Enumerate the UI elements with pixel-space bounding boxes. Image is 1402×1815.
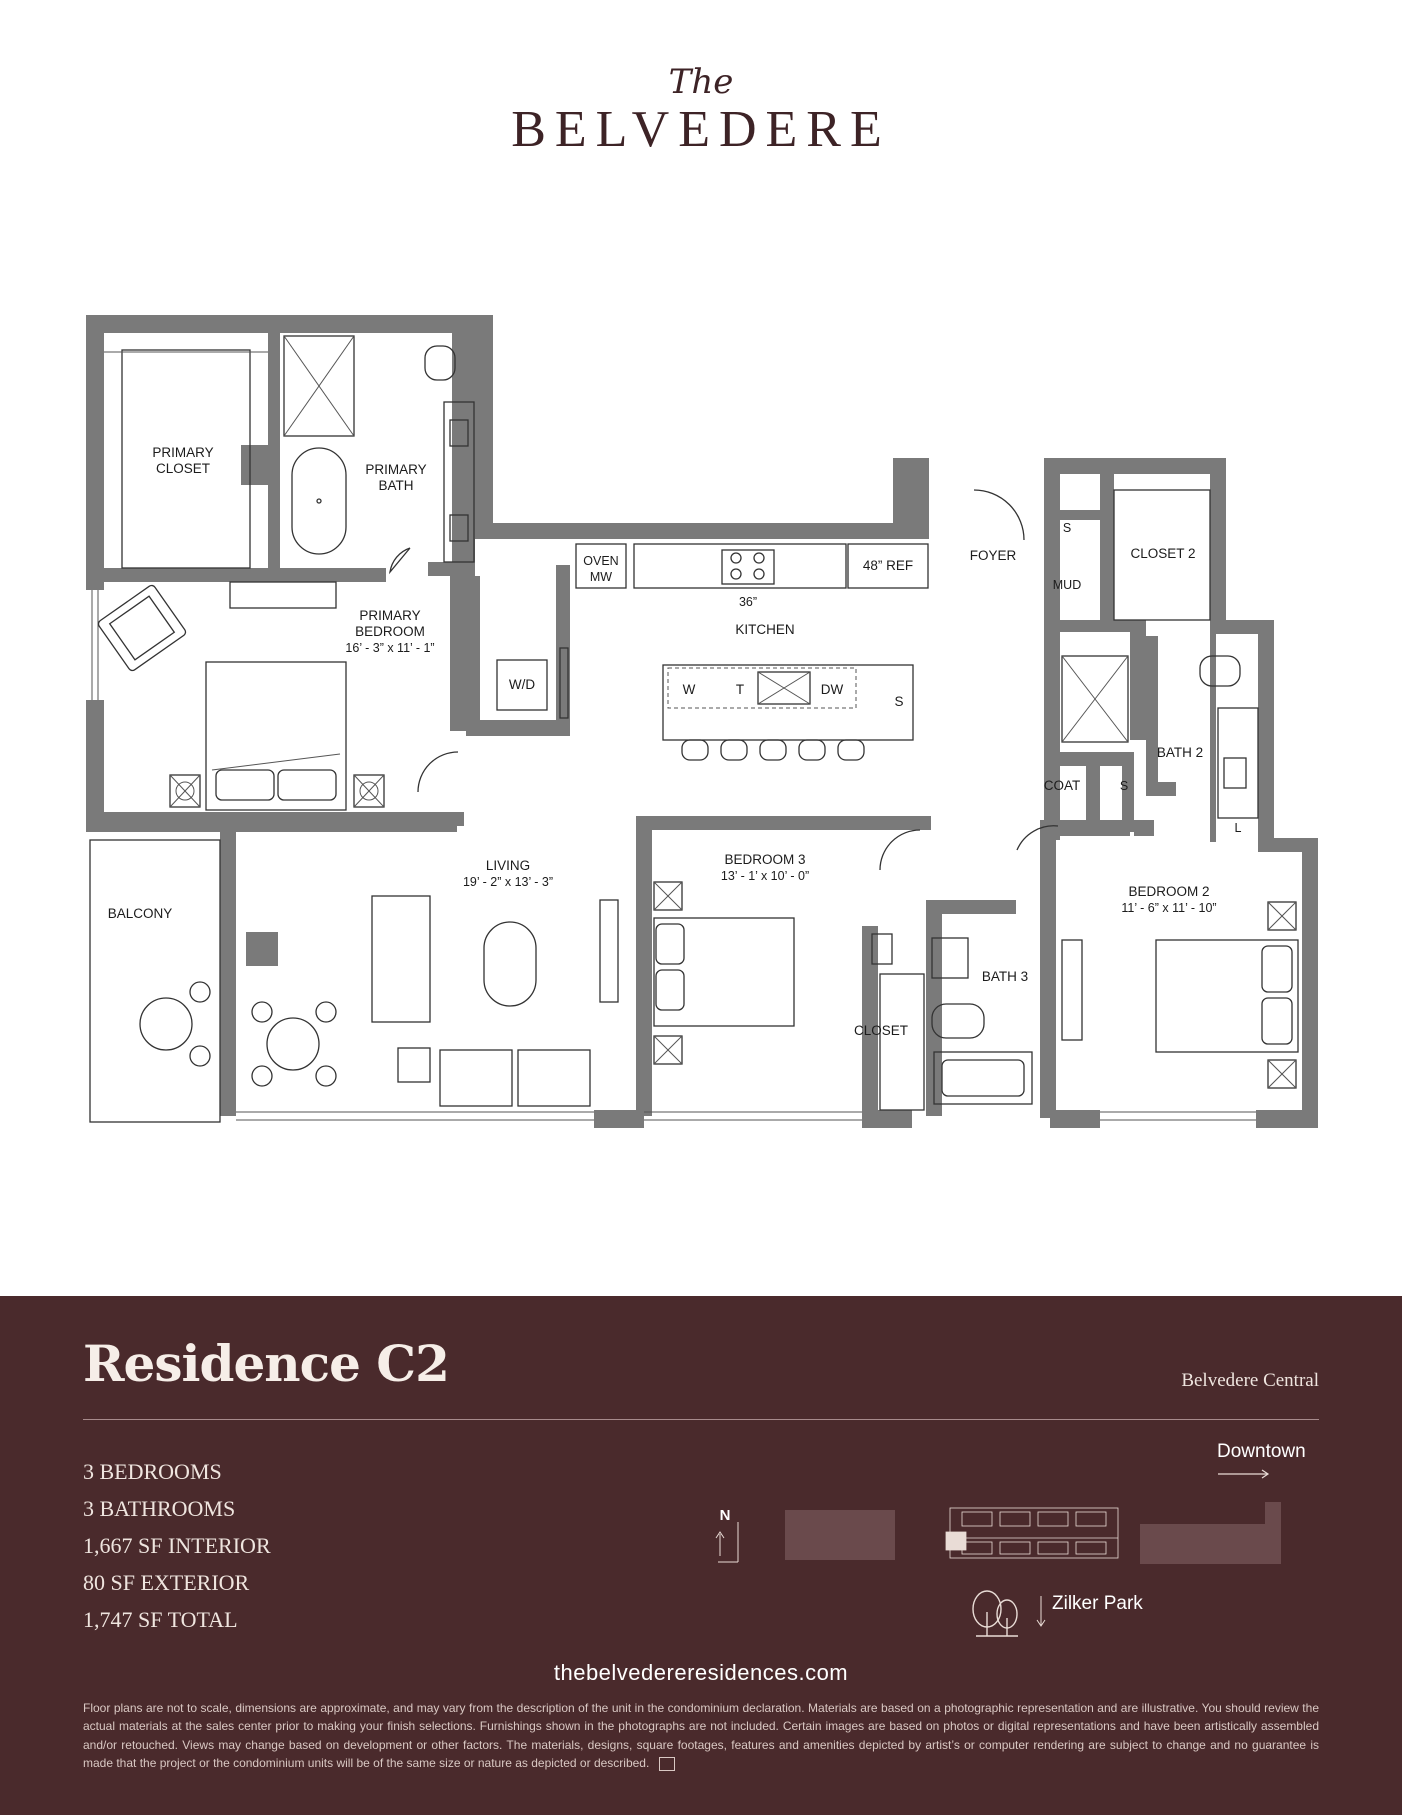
logo-article: The	[668, 62, 734, 102]
divider	[83, 1419, 1319, 1420]
label-bedroom-3-dim: 13’ - 1’ x 10’ - 0”	[721, 869, 809, 883]
spec-interior: 1,667 SF INTERIOR	[83, 1533, 271, 1558]
label-ref: 48” REF	[863, 558, 913, 573]
floor-plan: PRIMARY CLOSET PRIMARY BATH PRIMARY BEDR…	[86, 315, 1318, 1128]
label-primary-bedroom-2: BEDROOM	[355, 624, 425, 639]
label-coat-s: S	[1120, 779, 1128, 793]
label-primary-closet-1: PRIMARY	[152, 445, 213, 460]
label-oven: OVEN	[583, 554, 618, 568]
label-bedroom-2-dim: 11’ - 6” x 11’ - 10”	[1121, 901, 1216, 915]
label-primary-closet-2: CLOSET	[156, 461, 210, 476]
equal-housing-icon	[658, 1757, 675, 1772]
label-foyer: FOYER	[970, 548, 1017, 563]
label-primary-bath-2: BATH	[378, 478, 413, 493]
label-living-dim: 19’ - 2” x 13’ - 3”	[463, 875, 553, 889]
label-closet-2: CLOSET 2	[1130, 546, 1195, 561]
label-cooktop-size: 36”	[739, 595, 757, 609]
label-island-t: T	[736, 682, 744, 697]
label-mw: MW	[590, 570, 612, 584]
spec-bathrooms: 3 BATHROOMS	[83, 1496, 236, 1521]
spec-bedrooms: 3 BEDROOMS	[83, 1459, 222, 1484]
spec-exterior: 80 SF EXTERIOR	[83, 1570, 250, 1595]
tree-icon	[972, 1590, 1018, 1637]
label-mud: MUD	[1053, 578, 1081, 592]
label-primary-bedroom-1: PRIMARY	[359, 608, 420, 623]
disclaimer-text: Floor plans are not to scale, dimensions…	[83, 1701, 1319, 1771]
label-s: S	[1063, 521, 1071, 535]
building-location: Belvedere Central	[1181, 1370, 1319, 1391]
label-coat: COAT	[1044, 778, 1081, 793]
downtown-label: Downtown	[1217, 1441, 1306, 1462]
label-kitchen: KITCHEN	[735, 622, 794, 637]
label-wd: W/D	[509, 677, 535, 692]
label-island-s: S	[894, 694, 903, 709]
website-link[interactable]: thebelvedereresidences.com	[553, 1660, 849, 1685]
label-l: L	[1235, 821, 1242, 835]
north-arrow-icon: N	[715, 1507, 739, 1563]
spec-total: 1,747 SF TOTAL	[83, 1607, 238, 1632]
windows	[89, 590, 1256, 1123]
label-bedroom-3: BEDROOM 3	[724, 852, 805, 867]
label-living: LIVING	[486, 858, 530, 873]
residence-title: Residence C2	[83, 1334, 450, 1393]
footer-panel: Residence C2 Belvedere Central 3 BEDROOM…	[0, 1296, 1402, 1815]
label-island-w: W	[683, 682, 696, 697]
walls	[86, 315, 1318, 1128]
key-plan: N	[715, 1469, 1281, 1637]
label-bedroom-2: BEDROOM 2	[1128, 884, 1209, 899]
label-closet: CLOSET	[854, 1023, 908, 1038]
furniture	[97, 335, 1299, 1111]
label-primary-bath-1: PRIMARY	[365, 462, 426, 477]
label-bath-3: BATH 3	[982, 969, 1028, 984]
north-label: N	[720, 1507, 731, 1524]
label-balcony: BALCONY	[108, 906, 173, 921]
label-bath-2: BATH 2	[1157, 745, 1203, 760]
logo-wordmark: BELVEDERE	[511, 101, 891, 158]
building-key-plan	[945, 1507, 1119, 1559]
label-island-dw: DW	[821, 682, 844, 697]
room-labels: PRIMARY CLOSET PRIMARY BATH PRIMARY BEDR…	[108, 445, 1242, 1038]
disclaimer: Floor plans are not to scale, dimensions…	[83, 1699, 1319, 1773]
label-primary-bedroom-dim: 16’ - 3” x 11’ - 1”	[345, 641, 434, 655]
zilker-park-label: Zilker Park	[1052, 1593, 1143, 1614]
unit-specs: 3 BEDROOMS 3 BATHROOMS 1,667 SF INTERIOR…	[83, 1453, 271, 1638]
